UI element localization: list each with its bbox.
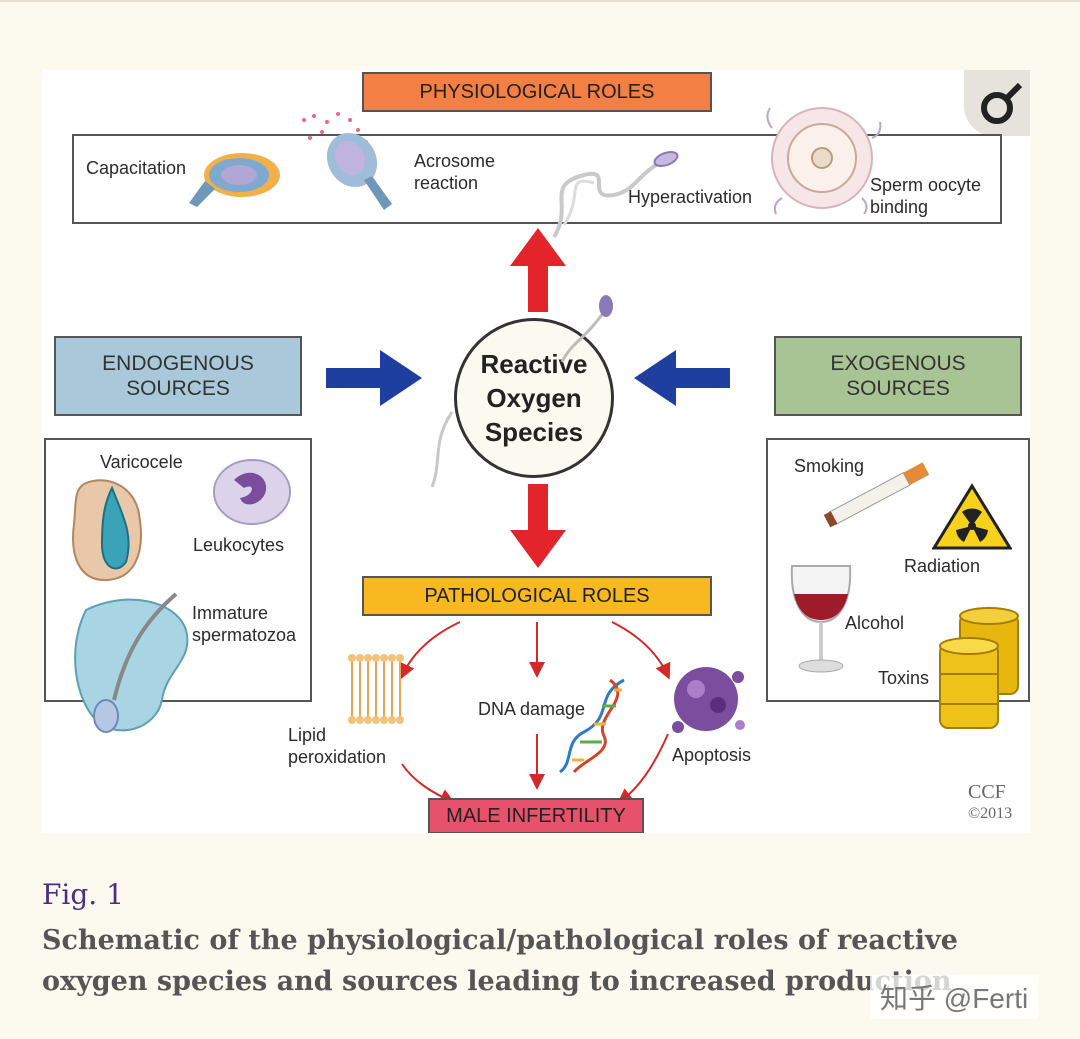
arrow-left-exogenous-icon [634, 350, 730, 406]
top-divider [0, 0, 1080, 2]
male-symbol-icon [964, 70, 1030, 136]
sperm-oocyte-binding-label: Sperm oocyte binding [870, 175, 982, 217]
reactive-oxygen-species-node: Reactive Oxygen Species [454, 318, 614, 478]
ros-line1: Reactive [480, 349, 588, 379]
arrow-up-physiological-icon [510, 228, 566, 312]
toxin-barrels-icon [939, 607, 1019, 729]
immature-spermatozoa-illustration [74, 592, 189, 733]
capacitation-sperm-illustration [189, 153, 280, 207]
ros-diagram: PHYSIOLOGICAL ROLES Capacitation Acrosom… [42, 70, 1030, 833]
copyright-mark: CCF ©2013 [968, 782, 1012, 824]
male-infertility-box: MALE INFERTILITY [428, 798, 644, 833]
exogenous-header-line1: EXOGENOUS [830, 352, 966, 375]
dna-damage-label: DNA damage [478, 699, 586, 719]
radiation-label: Radiation [904, 556, 981, 576]
figure-caption: Schematic of the physiological/pathologi… [42, 925, 958, 997]
ros-line3: Species [484, 417, 584, 447]
endogenous-sources-header: ENDOGENOUS SOURCES [54, 336, 302, 416]
exogenous-header-line2: SOURCES [846, 377, 950, 400]
radiation-icon [932, 483, 1012, 550]
exogenous-sources-header: EXOGENOUS SOURCES [774, 336, 1022, 416]
endogenous-header-line2: SOURCES [126, 377, 230, 400]
hyperactivation-label: Hyperactivation [628, 187, 753, 207]
leukocytes-label: Leukocytes [193, 535, 285, 555]
sperm-oocyte-binding-illustration [766, 107, 882, 215]
arrow-down-pathological-icon [510, 484, 566, 568]
hyperactivation-sperm-illustration [552, 151, 679, 239]
arrow-right-endogenous-icon [326, 350, 422, 406]
figure-number: Fig. 1 [42, 878, 124, 911]
toxins-label: Toxins [878, 668, 930, 688]
ros-line2: Oxygen [486, 383, 582, 413]
cigarette-icon [823, 462, 930, 528]
sperm-tail-decoration [430, 295, 613, 488]
alcohol-label: Alcohol [845, 613, 905, 633]
leukocyte-illustration [213, 459, 291, 525]
pathological-roles-header: PATHOLOGICAL ROLES [362, 576, 712, 616]
copyright-line1: CCF [968, 781, 1006, 803]
capacitation-label: Capacitation [86, 158, 187, 178]
wine-glass-icon [790, 565, 852, 673]
immature-spermatozoa-label: Immature spermatozoa [192, 603, 297, 645]
dna-damage-illustration [558, 678, 625, 774]
smoking-label: Smoking [794, 456, 865, 476]
endogenous-header-line1: ENDOGENOUS [102, 352, 254, 375]
acrosome-reaction-illustration [302, 112, 392, 210]
acrosome-reaction-label: Acrosome reaction [414, 151, 496, 193]
copyright-line2: ©2013 [968, 805, 1013, 822]
physiological-roles-header: PHYSIOLOGICAL ROLES [362, 72, 712, 112]
varicocele-label: Varicocele [100, 452, 183, 472]
zhihu-watermark: 知乎 @Ferti [870, 975, 1039, 1019]
apoptosis-label: Apoptosis [672, 745, 752, 765]
lipid-bilayer-illustration [348, 654, 404, 724]
varicocele-illustration [72, 479, 142, 582]
lipid-peroxidation-label: Lipid peroxidation [288, 725, 387, 767]
apoptosis-illustration [672, 667, 745, 733]
